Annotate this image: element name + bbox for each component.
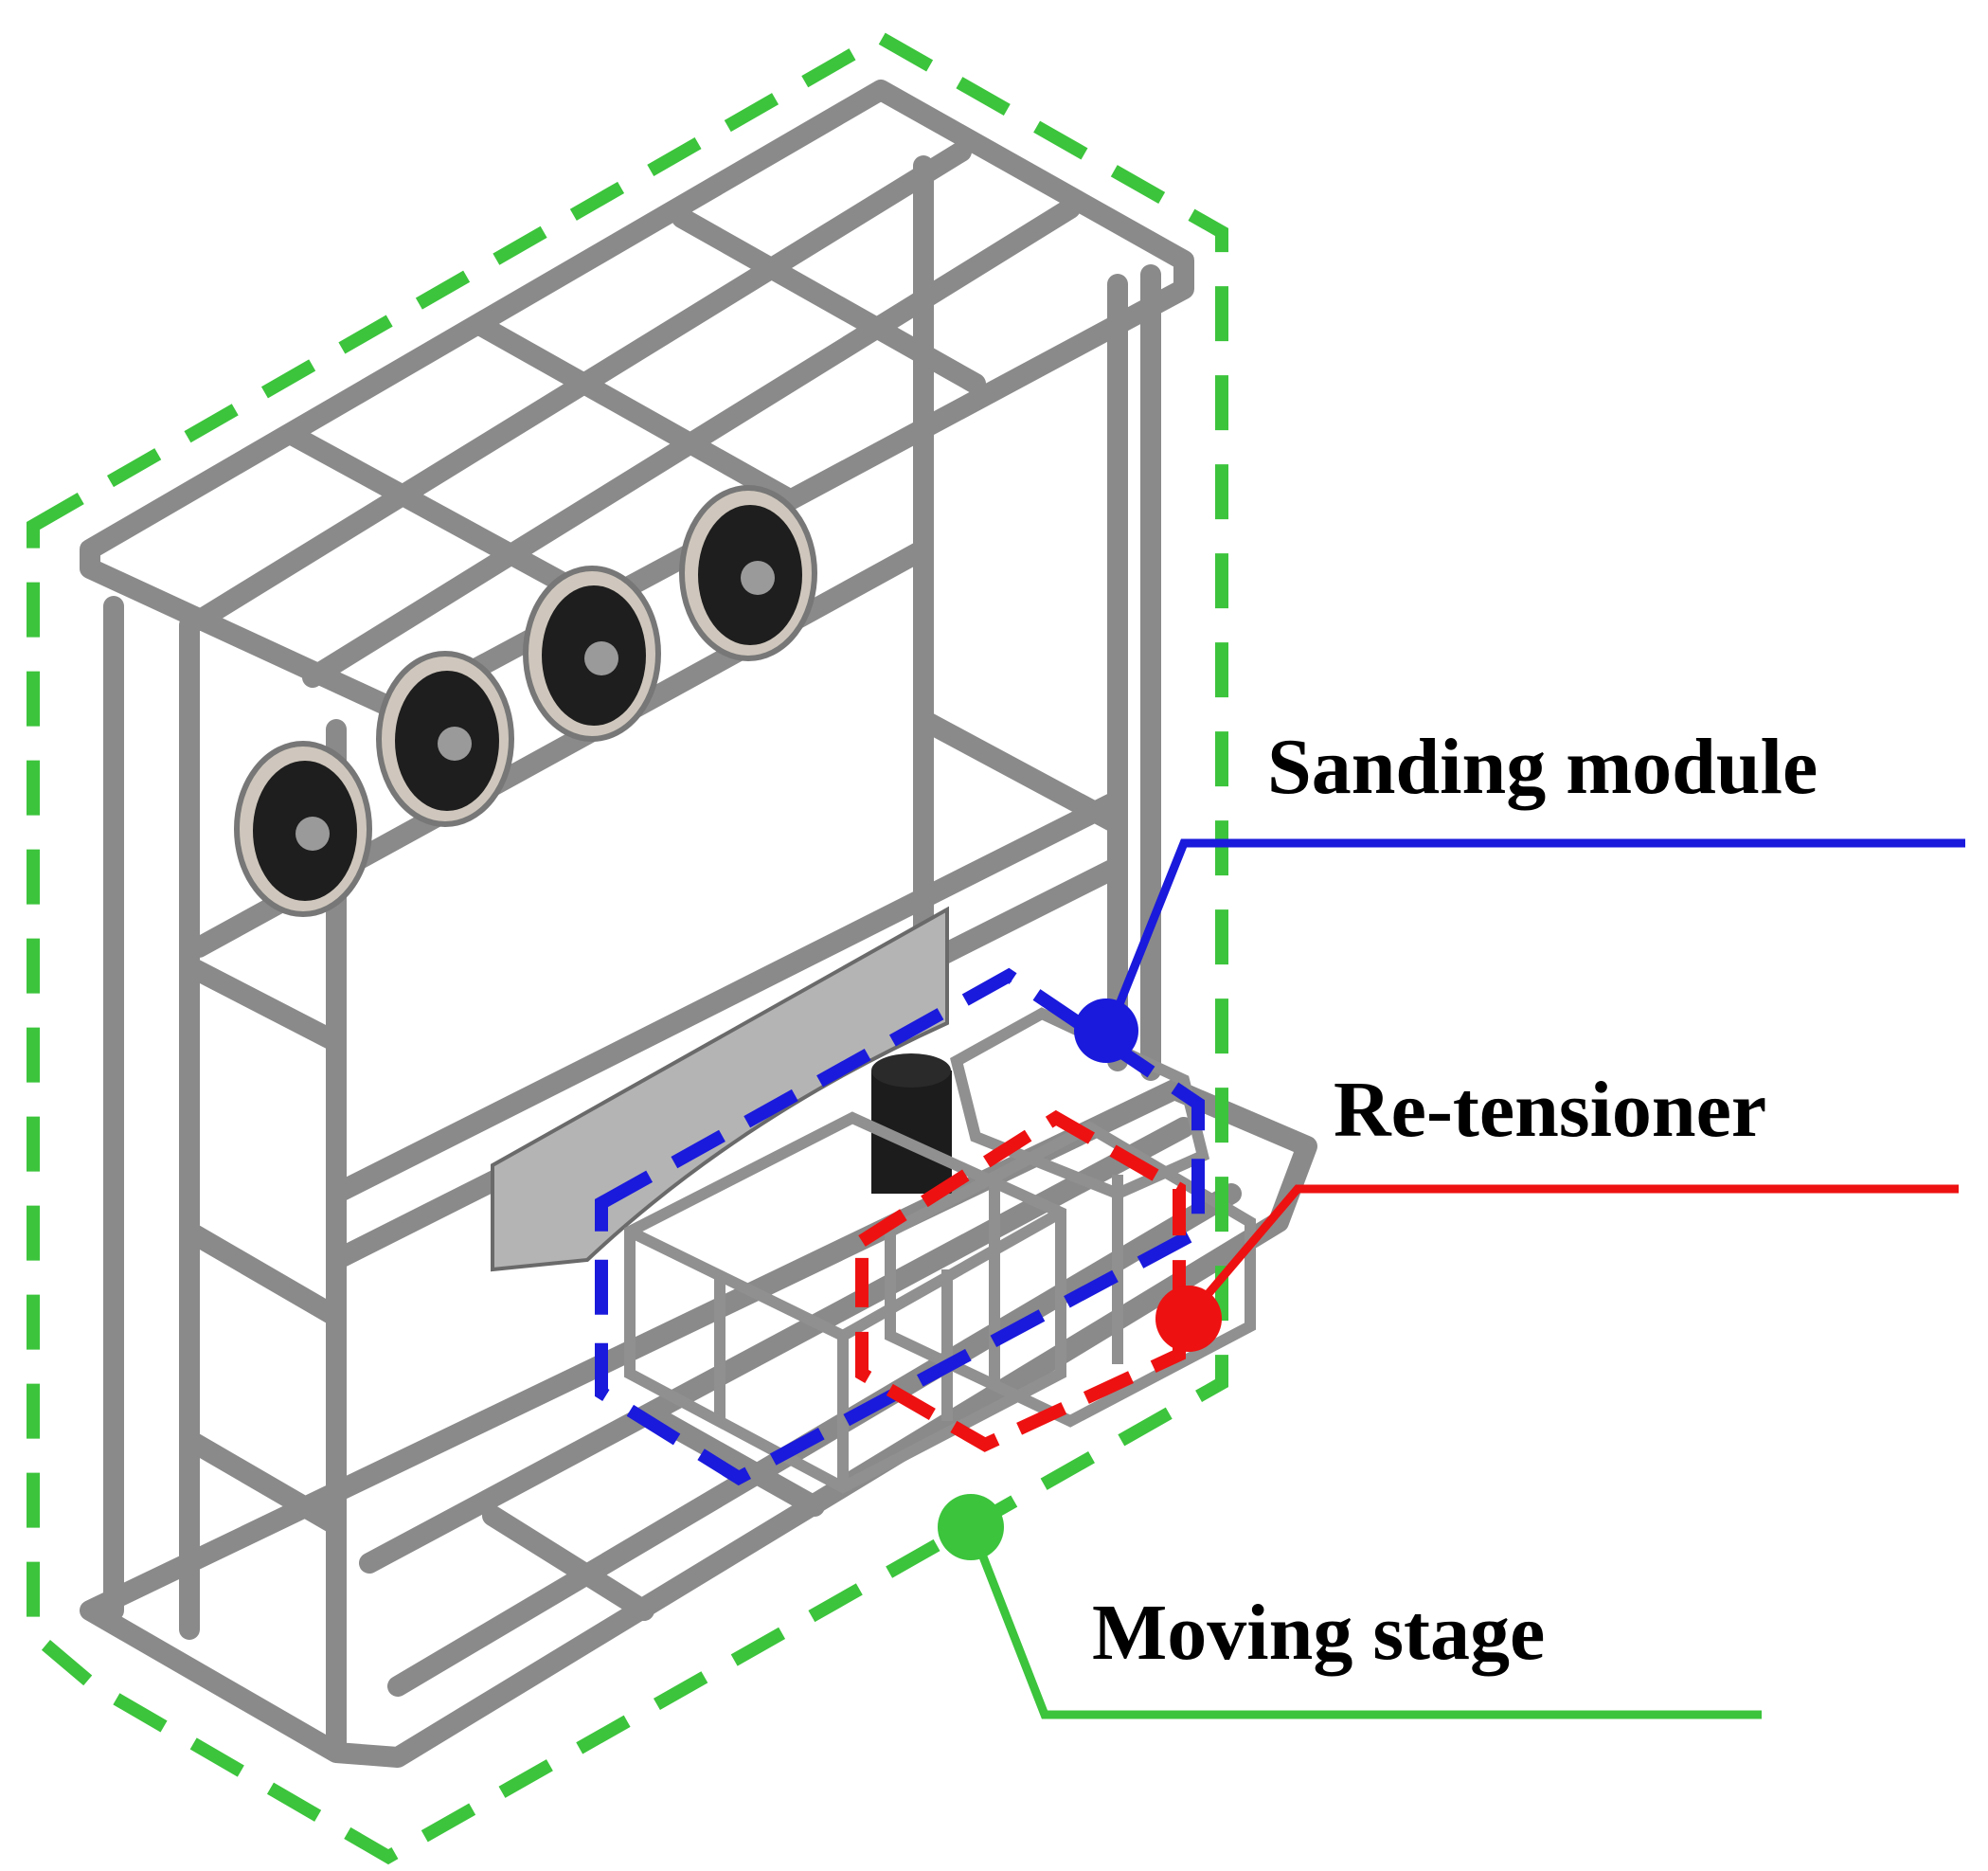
- module-framework: [624, 1007, 1256, 1494]
- pulley-icon: [679, 485, 817, 661]
- machine-frame: [80, 80, 1317, 1768]
- sanding-plate: [491, 906, 949, 1272]
- moving-stage-leader: [938, 1494, 1762, 1719]
- pulley-wheels: [234, 485, 817, 917]
- sanding-module-label: Sanding module: [1267, 723, 1818, 811]
- retensioner-label: Re-tensioner: [1334, 1066, 1767, 1154]
- retensioner-outline: [855, 1109, 1186, 1452]
- motor-block: [871, 1053, 952, 1194]
- moving-stage-label: Moving stage: [1092, 1589, 1546, 1677]
- pulley-icon: [376, 651, 514, 827]
- sanding-module-leader: [1074, 838, 1965, 1063]
- pulley-icon: [234, 741, 372, 917]
- sanding-module-outline: [595, 967, 1205, 1486]
- retensioner-leader: [1155, 1184, 1959, 1352]
- pulley-icon: [523, 566, 661, 742]
